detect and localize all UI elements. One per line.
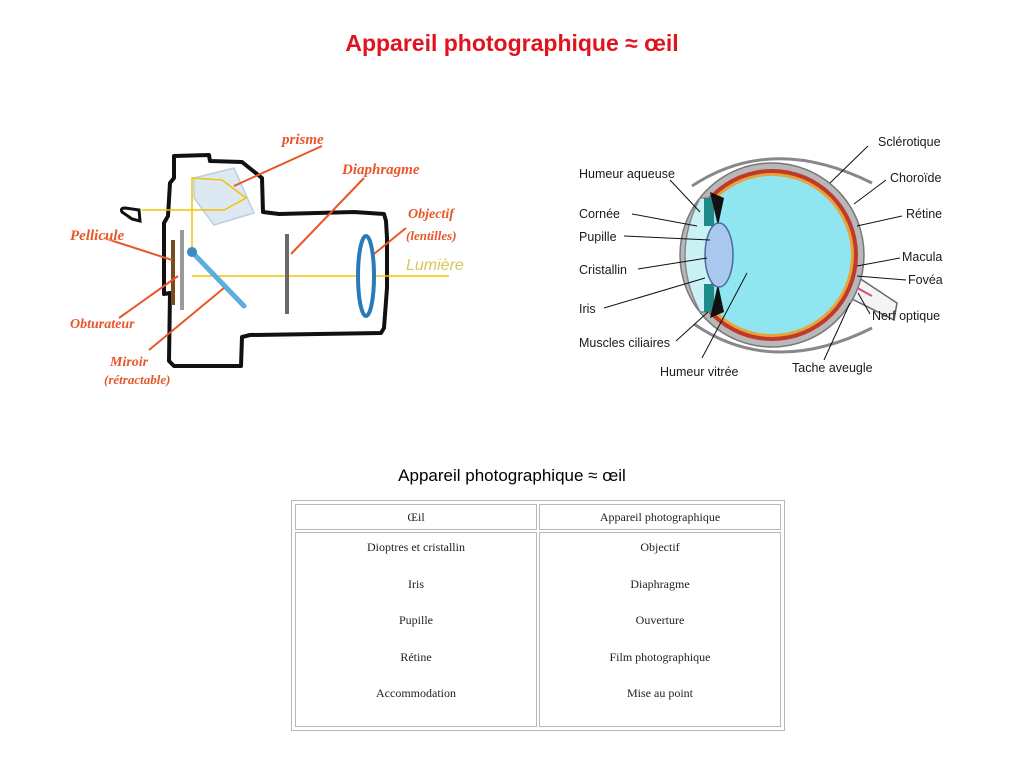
ciliary-muscle-lower (710, 284, 724, 318)
pointer-diaphragme (290, 177, 365, 255)
label-pellicule: Pellicule (70, 228, 124, 244)
label-pupille: Pupille (579, 230, 617, 244)
table-cell: Film photographique (609, 649, 711, 664)
pointer-obturateur (118, 275, 179, 319)
light-ray-viewfinder (142, 177, 248, 248)
label-cristallin: Cristallin (579, 263, 627, 277)
label-humeur-aqueuse: Humeur aqueuse (579, 167, 675, 181)
cornea (684, 197, 713, 313)
label-sclerotique: Sclérotique (878, 135, 941, 149)
table-body-row: Dioptres et cristallin Iris Pupille Réti… (294, 531, 782, 728)
camera-diagram: prisme Diaphragme Objectif (lentilles) L… (70, 132, 464, 388)
label-nerf-optique: Nerf optique (872, 309, 940, 323)
pointer-pellicule (103, 237, 173, 261)
header-appareil: Appareil photographique (539, 504, 781, 530)
crystalline-lens (704, 222, 734, 288)
label-objectif: Objectif (408, 207, 455, 222)
iris-upper (704, 198, 714, 226)
label-prisme: prisme (280, 132, 324, 148)
eye-diagram: Humeur aqueuse Cornée Pupille Cristallin… (579, 135, 943, 379)
slide-title: Appareil photographique ≈ œil (345, 30, 679, 56)
label-tache-aveugle: Tache aveugle (792, 361, 873, 375)
film-plate (171, 240, 175, 305)
label-obturateur: Obturateur (70, 317, 135, 332)
column-appareil: Objectif Diaphragme Ouverture Film photo… (539, 532, 781, 727)
column-oeil: Dioptres et cristallin Iris Pupille Réti… (295, 532, 537, 727)
header-oeil: Œil (295, 504, 537, 530)
label-diaphragme: Diaphragme (341, 162, 420, 178)
pointer-miroir (148, 287, 225, 351)
table-cell: Ouverture (635, 613, 685, 627)
ciliary-muscle-upper (710, 192, 724, 226)
iris-lower (704, 284, 714, 312)
shutter-plate (180, 230, 184, 310)
upper-eyelid (691, 157, 873, 188)
label-cornee: Cornée (579, 207, 620, 221)
table-cell: Iris (408, 576, 424, 591)
label-retine: Rétine (906, 207, 942, 221)
label-macula: Macula (902, 250, 942, 264)
table-cell: Dioptres et cristallin (367, 540, 465, 554)
diaphragm-plate (285, 234, 289, 314)
table-header-row: Œil Appareil photographique (294, 503, 782, 531)
label-miroir: Miroir (109, 355, 149, 370)
comparison-table: Œil Appareil photographique Dioptres et … (291, 500, 785, 731)
label-choroide: Choroïde (890, 171, 941, 185)
table-cell: Diaphragme (630, 576, 690, 591)
label-muscles-ciliaires: Muscles ciliaires (579, 336, 670, 350)
pointer-prisme (233, 145, 323, 187)
label-lumiere: Lumière (406, 257, 464, 274)
pointer-objectif (373, 227, 407, 255)
label-humeur-vitree: Humeur vitrée (660, 365, 739, 379)
table-cell: Accommodation (376, 686, 456, 700)
vitreous-humor (693, 176, 851, 334)
table-caption: Appareil photographique ≈ œil (398, 466, 626, 485)
mirror-plate (189, 249, 247, 309)
mirror-pivot (187, 247, 197, 257)
label-lentilles: (lentilles) (406, 228, 457, 243)
objective-lens (356, 234, 376, 318)
label-iris: Iris (579, 302, 596, 316)
label-fovea: Fovéa (908, 273, 943, 287)
table-cell: Pupille (398, 613, 433, 627)
viewfinder-eyepiece-icon (119, 206, 142, 223)
table-cell: Rétine (400, 649, 432, 664)
table-cell: Mise au point (627, 686, 693, 700)
label-retractable: (rétractable) (104, 372, 170, 387)
table-cell: Objectif (640, 540, 680, 554)
